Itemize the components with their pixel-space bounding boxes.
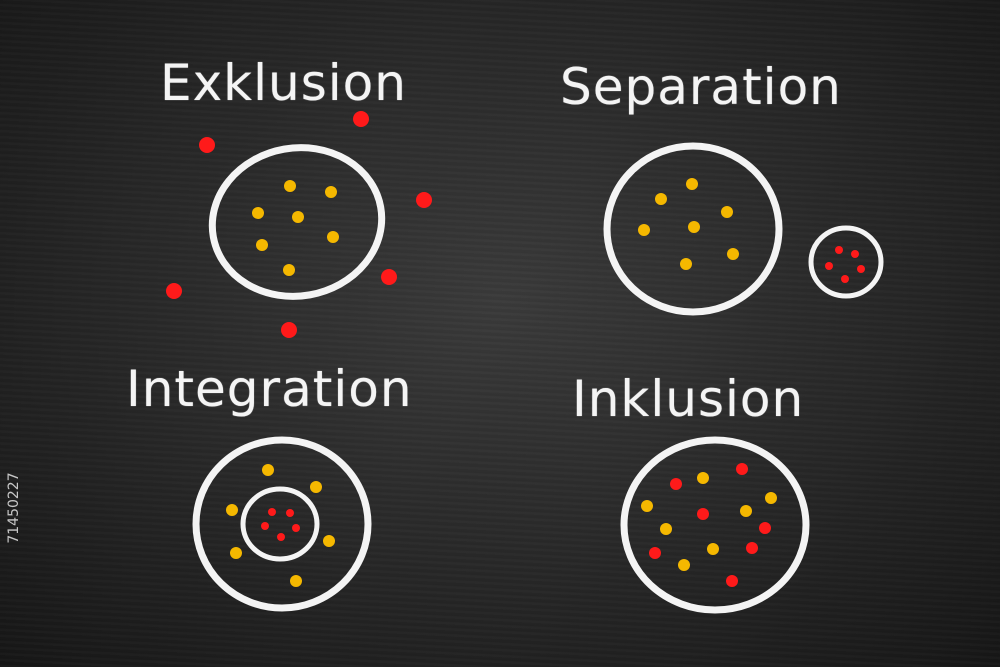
- integration-minority-dot: [268, 508, 276, 516]
- separation-majority-dot: [655, 193, 667, 205]
- inclusion-circle: [620, 436, 810, 614]
- integration-minority-dot: [286, 509, 294, 517]
- inclusion-majority-dot: [765, 492, 777, 504]
- inclusion-majority-dot: [707, 543, 719, 555]
- integration-minority-dot: [277, 533, 285, 541]
- separation-majority-dot: [686, 178, 698, 190]
- exclusion-minority-dot: [166, 283, 182, 299]
- separation-majority-dot: [727, 248, 739, 260]
- exclusion-majority-dot: [327, 231, 339, 243]
- inclusion-minority-dot: [759, 522, 771, 534]
- separation-minority-dot: [825, 262, 833, 270]
- integration-majority-dot: [226, 504, 238, 516]
- inclusion-minority-dot: [697, 508, 709, 520]
- stock-image-id-text: 71450227: [6, 472, 22, 544]
- separation-minority-dot: [841, 275, 849, 283]
- inclusion-label: Inklusion: [572, 370, 805, 428]
- exclusion-majority-dot: [256, 239, 268, 251]
- inclusion-minority-dot: [670, 478, 682, 490]
- separation-minority-dot: [851, 250, 859, 258]
- integration-majority-dot: [262, 464, 274, 476]
- separation-minority-circle: [808, 225, 884, 299]
- exclusion-majority-dot: [292, 211, 304, 223]
- stock-image-id: 71450227: [4, 440, 24, 580]
- integration-majority-dot: [290, 575, 302, 587]
- inclusion-majority-dot: [697, 472, 709, 484]
- exclusion-minority-dot: [416, 192, 432, 208]
- exclusion-majority-dot: [284, 180, 296, 192]
- separation-majority-dot: [688, 221, 700, 233]
- separation-minority-dot: [835, 246, 843, 254]
- exclusion-minority-dot: [281, 322, 297, 338]
- integration-minority-dot: [292, 524, 300, 532]
- separation-majority-dot: [638, 224, 650, 236]
- separation-majority-dot: [680, 258, 692, 270]
- integration-majority-dot: [323, 535, 335, 547]
- exclusion-minority-dot: [353, 111, 369, 127]
- inclusion-minority-dot: [746, 542, 758, 554]
- integration-majority-dot: [310, 481, 322, 493]
- exclusion-majority-dot: [252, 207, 264, 219]
- integration-inner-circle: [240, 486, 320, 562]
- separation-minority-dot: [857, 265, 865, 273]
- integration-outer-circle: [192, 436, 372, 612]
- exclusion-majority-dot: [283, 264, 295, 276]
- inclusion-minority-dot: [736, 463, 748, 475]
- inclusion-majority-dot: [740, 505, 752, 517]
- separation-label: Separation: [560, 58, 842, 116]
- integration-label: Integration: [126, 360, 413, 418]
- integration-minority-dot: [261, 522, 269, 530]
- inclusion-majority-dot: [678, 559, 690, 571]
- exclusion-minority-dot: [381, 269, 397, 285]
- exclusion-minority-dot: [199, 137, 215, 153]
- exclusion-majority-dot: [325, 186, 337, 198]
- separation-main-circle: [603, 142, 783, 316]
- exclusion-label: Exklusion: [160, 54, 407, 112]
- inclusion-minority-dot: [649, 547, 661, 559]
- separation-majority-dot: [721, 206, 733, 218]
- inclusion-minority-dot: [726, 575, 738, 587]
- exclusion-group-circle: [208, 144, 386, 300]
- inclusion-majority-dot: [660, 523, 672, 535]
- integration-majority-dot: [230, 547, 242, 559]
- inclusion-majority-dot: [641, 500, 653, 512]
